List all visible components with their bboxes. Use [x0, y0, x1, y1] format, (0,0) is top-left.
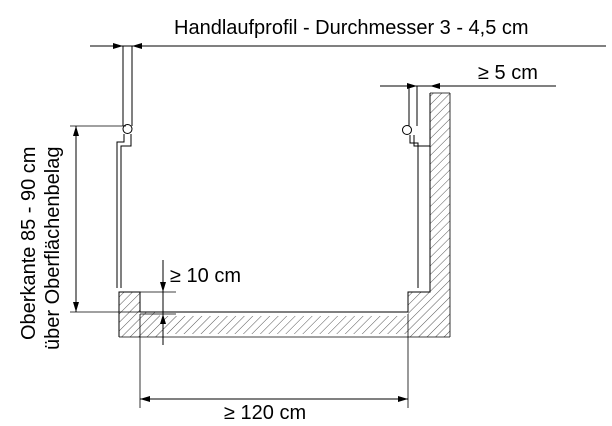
- clear-width-dimension: ≥ 120 cm: [139, 314, 409, 424]
- floor-outline: [140, 93, 431, 313]
- left-handrail-profile-icon: [122, 124, 133, 134]
- height-dimension: Oberkante 85 - 90 cm über Oberflächenbel…: [18, 125, 140, 350]
- clear-width-label: ≥ 120 cm: [224, 402, 306, 424]
- wall-gap-dimension: ≥ 5 cm: [380, 62, 556, 89]
- arrow-down-icon: [73, 302, 79, 312]
- left-handrail: [116, 46, 133, 288]
- arrow-right-icon: [398, 396, 408, 402]
- floor-slab-hatch: [160, 316, 408, 334]
- structure: [118, 92, 451, 338]
- height-label-line1: Oberkante 85 - 90 cm: [18, 147, 40, 340]
- arrow-down-icon: [160, 282, 166, 292]
- height-label-line2: über Oberflächenbelag: [42, 147, 64, 350]
- left-curb-hatch: [119, 292, 160, 337]
- wall-gap-label: ≥ 5 cm: [478, 62, 538, 84]
- handrail-profile-dimension: Handlaufprofil - Durchmesser 3 - 4,5 cm: [90, 17, 606, 49]
- arrow-right-icon: [113, 43, 123, 49]
- handrail-profile-label: Handlaufprofil - Durchmesser 3 - 4,5 cm: [174, 17, 529, 39]
- arrow-up-icon: [160, 314, 166, 324]
- arrow-left-icon: [132, 43, 142, 49]
- curb-height-label: ≥ 10 cm: [170, 265, 241, 287]
- arrow-left-icon: [430, 83, 440, 89]
- right-handrail-profile-icon: [402, 125, 412, 135]
- right-wall-hatch: [408, 93, 450, 337]
- left-curb-outline: [118, 291, 141, 337]
- curb-height-dimension: ≥ 10 cm: [140, 260, 241, 345]
- arrow-right-icon: [407, 83, 417, 89]
- arrow-up-icon: [73, 126, 79, 136]
- right-handrail: [402, 86, 430, 288]
- arrow-left-icon: [140, 396, 150, 402]
